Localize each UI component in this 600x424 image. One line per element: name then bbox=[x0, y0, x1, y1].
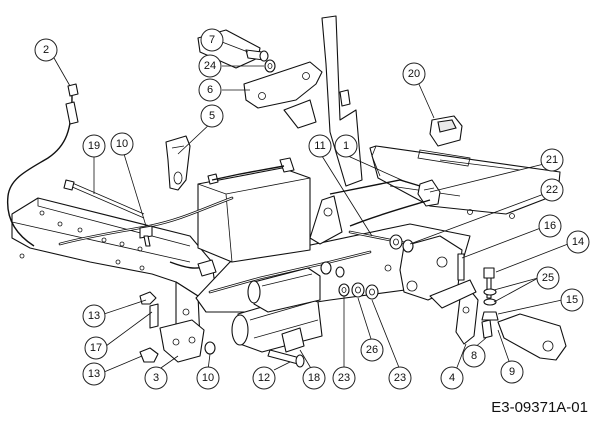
svg-text:26: 26 bbox=[366, 344, 378, 356]
callout-25: 25 bbox=[536, 266, 560, 290]
callout-8: 8 bbox=[462, 344, 486, 368]
bolt-10-lower bbox=[204, 341, 216, 355]
starter-motor-18 bbox=[231, 261, 345, 353]
svg-text:23: 23 bbox=[394, 372, 406, 384]
seat-bracket bbox=[197, 15, 363, 187]
cable-tie-19 bbox=[63, 179, 145, 219]
svg-text:12: 12 bbox=[258, 372, 270, 384]
callout-11: 11 bbox=[308, 134, 332, 158]
switch-20 bbox=[429, 115, 463, 147]
callout-5: 5 bbox=[200, 104, 224, 128]
pedal-arm-9 bbox=[497, 313, 567, 361]
callout-13-lower: 13 bbox=[82, 362, 106, 386]
nut-15 bbox=[481, 311, 499, 321]
callout-24: 24 bbox=[198, 54, 222, 78]
svg-text:5: 5 bbox=[209, 110, 215, 122]
callout-10-lower: 10 bbox=[196, 366, 220, 390]
callout-2: 2 bbox=[34, 38, 58, 62]
drawing-code: E3-09371A-01 bbox=[491, 399, 588, 416]
callout-6: 6 bbox=[198, 78, 222, 102]
clip-17 bbox=[149, 303, 159, 329]
washer-26 bbox=[351, 282, 365, 298]
svg-text:1: 1 bbox=[343, 140, 349, 152]
svg-text:20: 20 bbox=[408, 68, 420, 80]
svg-text:18: 18 bbox=[308, 372, 320, 384]
svg-text:14: 14 bbox=[572, 236, 584, 248]
nut-13-upper bbox=[139, 291, 157, 305]
svg-text:22: 22 bbox=[546, 184, 558, 196]
svg-text:16: 16 bbox=[544, 220, 556, 232]
svg-text:3: 3 bbox=[153, 372, 159, 384]
svg-text:25: 25 bbox=[542, 272, 554, 284]
callout-16: 16 bbox=[538, 214, 562, 238]
callout-17: 17 bbox=[84, 336, 108, 360]
upper-frame bbox=[369, 145, 561, 219]
svg-text:10: 10 bbox=[202, 372, 214, 384]
svg-text:13: 13 bbox=[88, 368, 100, 380]
washer-24 bbox=[264, 59, 276, 73]
svg-text:19: 19 bbox=[88, 140, 100, 152]
callout-15: 15 bbox=[560, 288, 584, 312]
svg-text:21: 21 bbox=[546, 154, 558, 166]
svg-text:13: 13 bbox=[88, 310, 100, 322]
callout-21: 21 bbox=[540, 148, 564, 172]
callout-20: 20 bbox=[402, 62, 426, 86]
battery bbox=[197, 157, 311, 263]
callout-12: 12 bbox=[252, 366, 276, 390]
callout-9: 9 bbox=[500, 360, 524, 384]
bolt-7 bbox=[245, 49, 269, 62]
bolt-12 bbox=[267, 349, 305, 368]
bolt-10-upper bbox=[139, 225, 153, 247]
callout-10-upper: 10 bbox=[110, 132, 134, 156]
washers-25 bbox=[483, 288, 497, 306]
bracket-5 bbox=[165, 135, 191, 191]
pin-16 bbox=[457, 253, 465, 281]
washer-23-right bbox=[365, 284, 379, 300]
svg-text:23: 23 bbox=[338, 372, 350, 384]
callout-1: 1 bbox=[334, 134, 358, 158]
svg-text:11: 11 bbox=[314, 140, 325, 152]
bracket-3 bbox=[159, 319, 205, 363]
washer-23-left bbox=[338, 283, 350, 297]
arm-lever bbox=[429, 279, 477, 309]
callout-26: 26 bbox=[360, 338, 384, 362]
svg-text:10: 10 bbox=[116, 138, 128, 150]
callout-18: 18 bbox=[302, 366, 326, 390]
svg-text:7: 7 bbox=[209, 34, 215, 46]
svg-text:8: 8 bbox=[471, 350, 477, 362]
callout-7: 7 bbox=[200, 28, 224, 52]
svg-text:24: 24 bbox=[204, 60, 216, 72]
svg-text:17: 17 bbox=[90, 342, 102, 354]
callout-19: 19 bbox=[82, 134, 106, 158]
nut-13-lower bbox=[139, 347, 159, 363]
svg-text:15: 15 bbox=[566, 294, 578, 306]
bushing-22 bbox=[389, 234, 414, 253]
svg-text:9: 9 bbox=[509, 366, 515, 378]
callout-14: 14 bbox=[566, 230, 590, 254]
callout-4: 4 bbox=[440, 366, 464, 390]
switch-21 bbox=[417, 179, 441, 207]
svg-text:6: 6 bbox=[207, 84, 213, 96]
bolt-8 bbox=[481, 319, 493, 339]
callout-3: 3 bbox=[144, 366, 168, 390]
svg-text:4: 4 bbox=[449, 372, 455, 384]
callout-13-upper: 13 bbox=[82, 304, 106, 328]
callout-23-left: 23 bbox=[332, 366, 356, 390]
leader-lines bbox=[53, 41, 569, 373]
svg-text:2: 2 bbox=[43, 44, 49, 56]
callout-23-right: 23 bbox=[388, 366, 412, 390]
callout-22: 22 bbox=[540, 178, 564, 202]
